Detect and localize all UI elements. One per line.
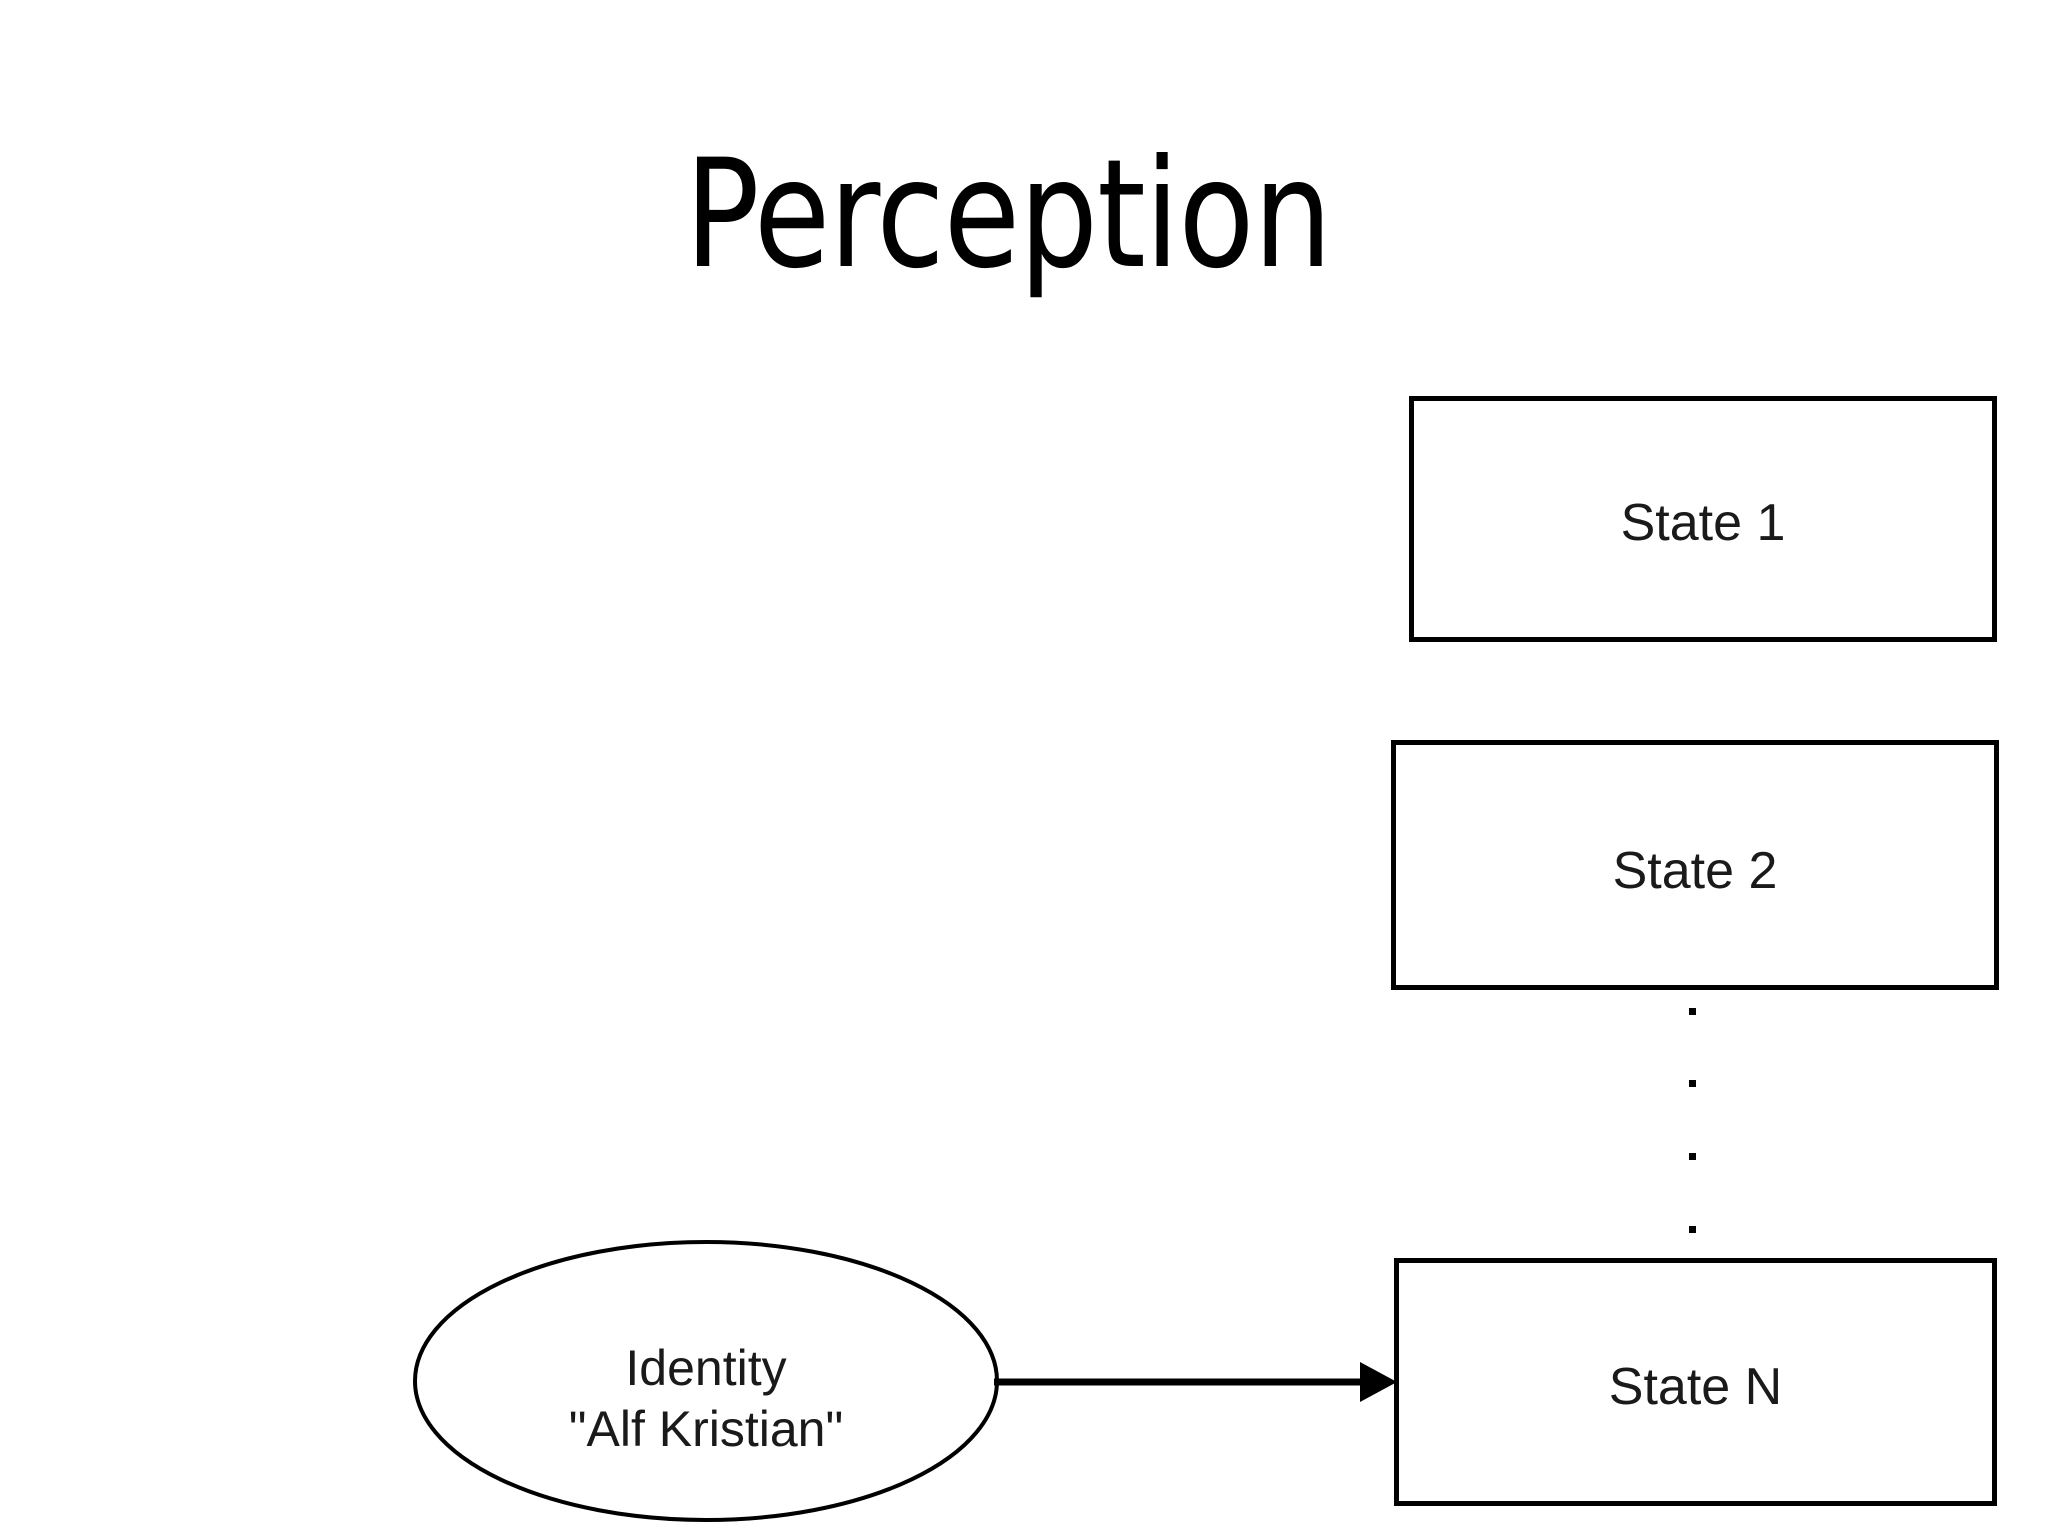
ellipsis-dot [1689,1226,1696,1233]
state-box-2-label: State 2 [1612,842,1778,900]
ellipsis-dot [1689,1080,1696,1087]
state-box-n[interactable]: State N [1394,1258,1997,1506]
identity-node-line-2: "Alf Kristian" [568,1401,844,1457]
edge-identity-to-state-n [990,1340,1410,1430]
arrow-icon [994,1362,1397,1402]
state-box-1-label: State 1 [1620,494,1786,552]
state-box-n-label: State N [1608,1358,1783,1416]
page-title: Perception [684,128,1332,302]
state-box-2[interactable]: State 2 [1391,740,1999,990]
ellipsis-dot [1689,1008,1696,1015]
identity-node-text: Identity "Alf Kristian" [412,1338,1000,1460]
identity-node[interactable]: Identity "Alf Kristian" [412,1240,1000,1522]
state-box-1[interactable]: State 1 [1409,396,1997,642]
identity-node-line-1: Identity [625,1340,787,1396]
ellipsis-dot [1689,1153,1696,1160]
